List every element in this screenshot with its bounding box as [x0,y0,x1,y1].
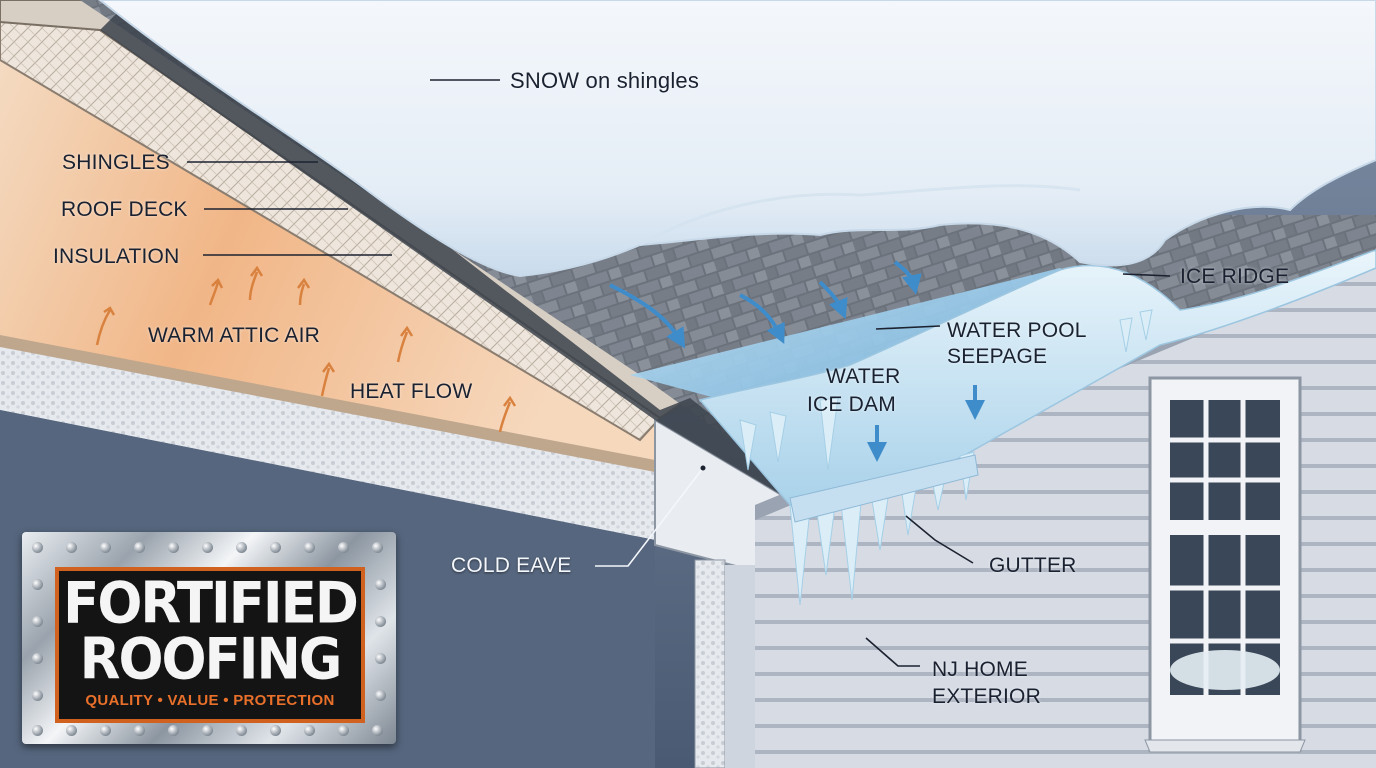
rivet [375,616,386,627]
logo-panel: FORTIFIED ROOFING QUALITY • VALUE • PROT… [55,567,365,723]
meltwater-arrows [609,260,985,462]
rivet [338,725,349,736]
label-ice-ridge: ICE RIDGE [1180,265,1290,288]
label-nj-home: NJ HOME [932,658,1028,681]
rivet [202,542,213,553]
label-roof-deck: ROOF DECK [61,198,188,221]
rivet [66,725,77,736]
rivet [375,579,386,590]
house-window [1144,376,1306,753]
label-cold-eave: COLD EAVE [451,554,572,577]
snow-blanket [98,0,1376,278]
rivet [134,725,145,736]
label-water: WATER [826,365,901,388]
rivet [236,725,247,736]
label-gutter: GUTTER [989,554,1077,577]
rivet [32,653,43,664]
ceiling-insulation [0,345,655,540]
leader-lines [187,79,1171,667]
rivet [32,725,43,736]
label-shingles: SHINGLES [62,151,170,174]
logo-line-2: ROOFING [79,626,343,693]
label-seepage: SEEPAGE [947,345,1048,368]
label-insulation: INSULATION [53,245,180,268]
rivet [236,542,247,553]
rivet [100,542,111,553]
logo-tagline: QUALITY • VALUE • PROTECTION [85,692,335,709]
rivet [32,616,43,627]
label-heat-flow: HEAT FLOW [350,380,473,403]
rivet [168,725,179,736]
heat-flow-arrows [95,265,517,433]
rivet [134,542,145,553]
cold-eave-leader [595,467,704,567]
fortified-roofing-logo: FORTIFIED ROOFING QUALITY • VALUE • PROT… [22,532,396,744]
rivet [304,542,315,553]
rivet [32,542,43,553]
rivet [202,725,213,736]
label-snow: SNOW on shingles [510,68,700,93]
rivet [375,690,386,701]
rivet [32,579,43,590]
label-water-pool: WATER POOL [947,319,1087,342]
logo-line-1: FORTIFIED [63,570,359,637]
rivet [66,542,77,553]
corner-trim [694,559,726,768]
rivet [304,725,315,736]
rivet [338,542,349,553]
rivet [375,653,386,664]
label-exterior: EXTERIOR [932,685,1041,708]
rivet [270,725,281,736]
rivet [372,542,383,553]
label-warm-attic-air: WARM ATTIC AIR [148,324,320,347]
rivet [168,542,179,553]
rivet [32,690,43,701]
gutter [789,454,979,523]
rivet [270,542,281,553]
rivet [100,725,111,736]
label-ice-dam: ICE DAM [807,393,896,416]
rivet [372,725,383,736]
